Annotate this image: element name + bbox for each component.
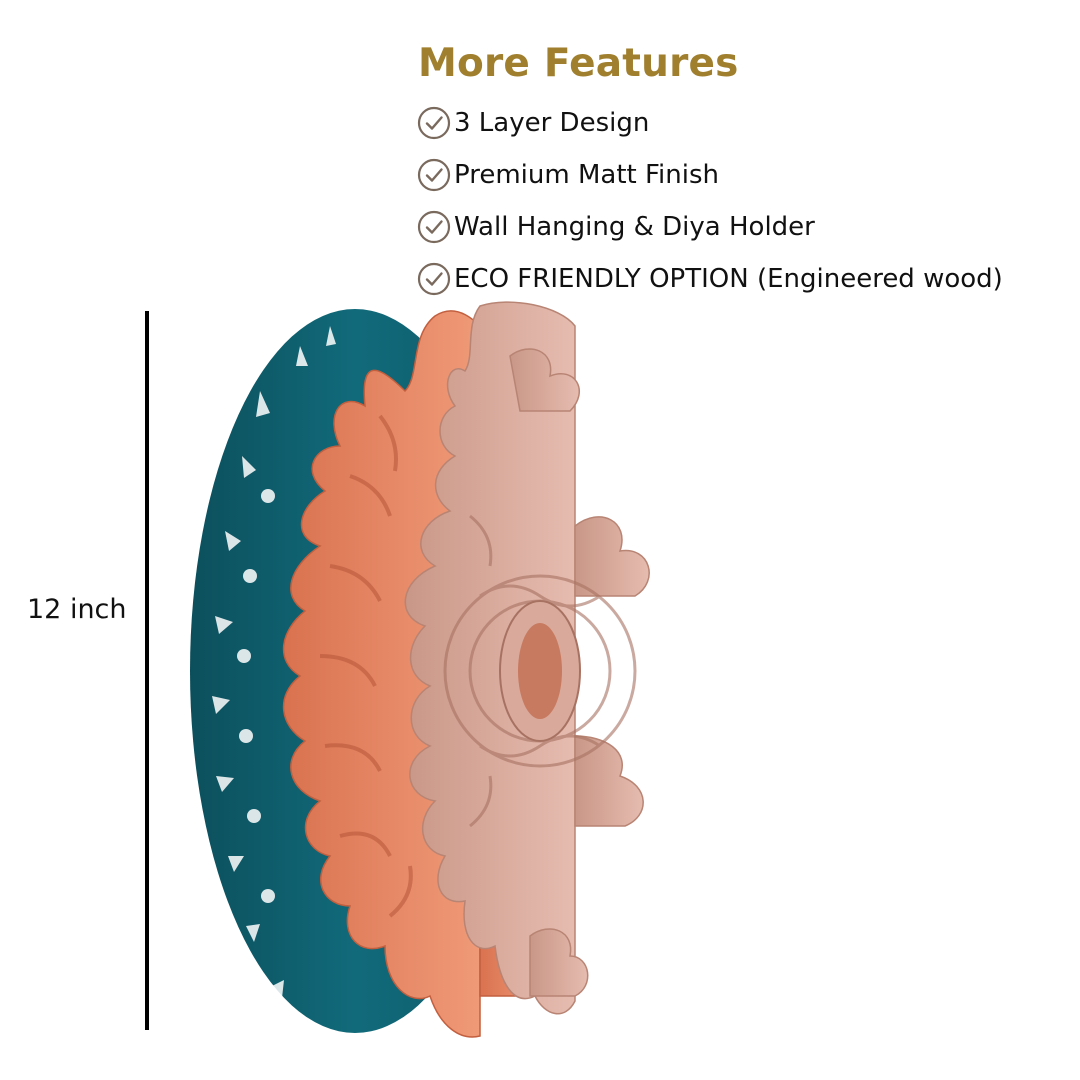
feature-item: 3 Layer Design — [416, 97, 1066, 149]
feature-item: Premium Matt Finish — [416, 149, 1066, 201]
check-circle-icon — [417, 210, 451, 244]
feature-label: Wall Hanging & Diya Holder — [454, 212, 815, 242]
feature-label: ECO FRIENDLY OPTION (Engineered wood) — [454, 264, 1003, 294]
check-circle-icon — [417, 106, 451, 140]
feature-label: 3 Layer Design — [454, 108, 650, 138]
dimension-line — [145, 311, 149, 1030]
features-title: More Features — [418, 41, 739, 86]
check-circle-icon — [417, 158, 451, 192]
pink-front-layer — [404, 301, 650, 1015]
center-ring — [499, 600, 581, 742]
feature-item: ECO FRIENDLY OPTION (Engineered wood) — [416, 253, 1066, 305]
features-panel: More Features 3 Layer Design Premium Mat… — [416, 44, 1066, 305]
check-circle-icon — [417, 262, 451, 296]
feature-label: Premium Matt Finish — [454, 160, 719, 190]
mandala-product-image — [190, 301, 650, 1038]
dimension-label: 12 inch — [27, 594, 127, 625]
feature-list: 3 Layer Design Premium Matt Finish Wall … — [416, 97, 1066, 305]
feature-item: Wall Hanging & Diya Holder — [416, 201, 1066, 253]
